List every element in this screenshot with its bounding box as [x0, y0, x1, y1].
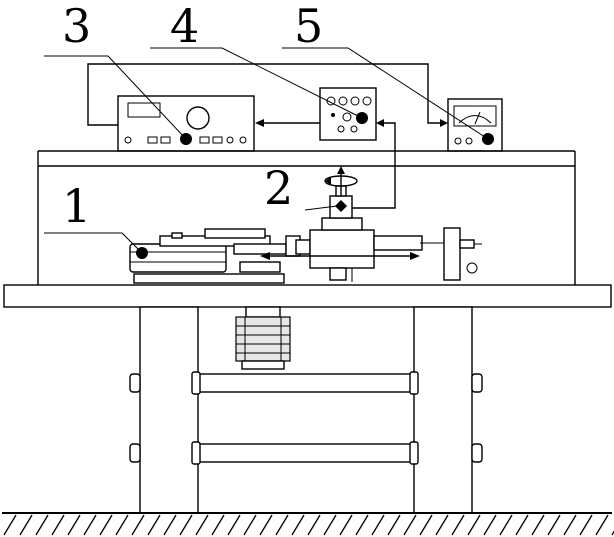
ground-hatch-line — [51, 514, 65, 536]
ground-hatch-line — [371, 514, 385, 536]
controller-box — [319, 87, 377, 141]
drive-motor — [235, 306, 291, 370]
component-2-marker — [335, 200, 347, 212]
table-top — [3, 284, 612, 308]
ground-hatch-line — [547, 514, 561, 536]
ground-hatch-line — [275, 514, 289, 536]
table-frame — [129, 306, 483, 514]
signal-generator — [117, 95, 255, 152]
ground-hatch-line — [3, 514, 17, 536]
ground-hatch-line — [451, 514, 465, 536]
ground-hatch-line — [291, 514, 305, 536]
ground-hatch-line — [131, 514, 145, 536]
ground-hatch-line — [227, 514, 241, 536]
ground-hatch-line — [323, 514, 337, 536]
ground-hatch-line — [387, 514, 401, 536]
ground-hatch-line — [435, 514, 449, 536]
ground — [2, 512, 614, 536]
enclosure — [37, 150, 576, 285]
ground-hatch-line — [531, 514, 545, 536]
callout-2: 2 — [264, 161, 293, 215]
ground-hatch-line — [115, 514, 129, 536]
callout-4: 4 — [170, 0, 199, 53]
callout-1: 1 — [62, 179, 91, 233]
meter-box — [447, 98, 503, 152]
callout-3: 3 — [62, 0, 91, 53]
ground-hatch-line — [163, 514, 177, 536]
ground-hatch-line — [307, 514, 321, 536]
ground-hatch-line — [483, 514, 497, 536]
ground-hatch-line — [195, 514, 209, 536]
callout-5: 5 — [294, 0, 323, 53]
ground-hatch-line — [35, 514, 49, 536]
ground-hatch-line — [355, 514, 369, 536]
ground-hatch-line — [179, 514, 193, 536]
rotating-plate — [129, 228, 311, 284]
ground-hatch-line — [563, 514, 577, 536]
ground-hatch-line — [243, 514, 257, 536]
ground-hatch-line — [499, 514, 513, 536]
ground-hatch-line — [579, 514, 593, 536]
ground-hatch-line — [211, 514, 225, 536]
ground-hatch-line — [595, 514, 609, 536]
ground-hatch-line — [147, 514, 161, 536]
ground-hatch-line — [515, 514, 529, 536]
sensor-slider — [260, 166, 482, 282]
ground-hatch-line — [83, 514, 97, 536]
ground-hatch-line — [339, 514, 353, 536]
ground-hatch-line — [259, 514, 273, 536]
ground-hatch-line — [403, 514, 417, 536]
leader-lines — [44, 47, 489, 254]
ground-hatch-line — [99, 514, 113, 536]
ground-hatch-line — [19, 514, 33, 536]
ground-hatch-line — [419, 514, 433, 536]
ground-hatch-line — [467, 514, 481, 536]
ground-hatch-line — [67, 514, 81, 536]
